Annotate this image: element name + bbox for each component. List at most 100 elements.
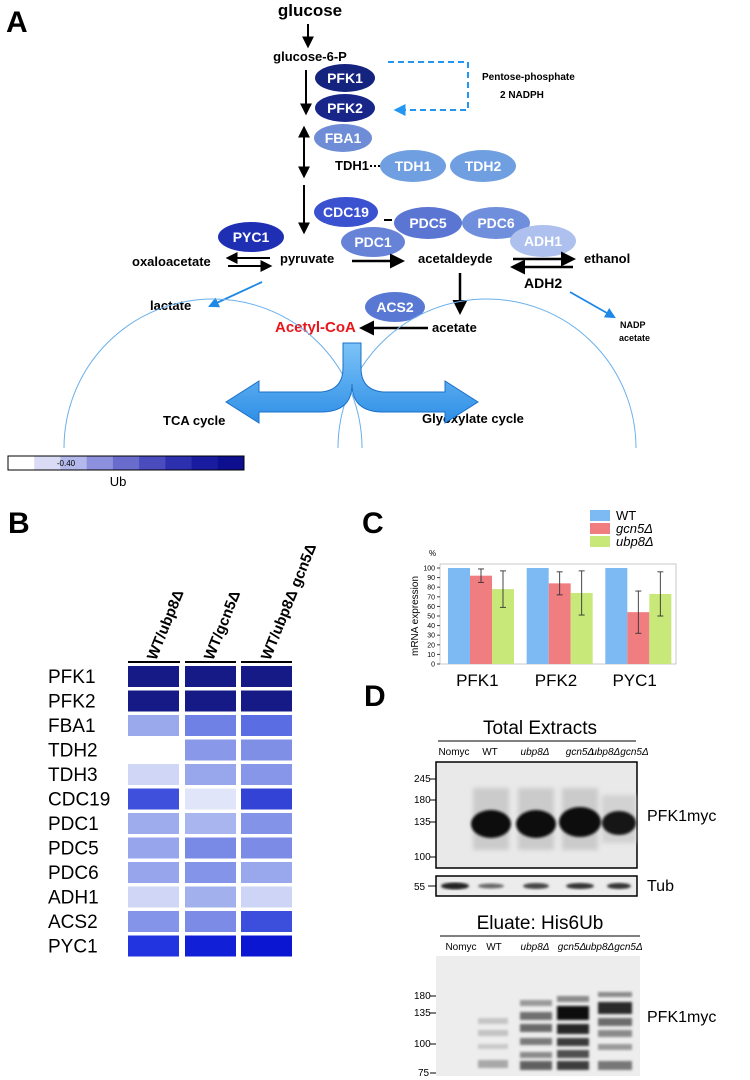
enzyme-pdc5-label: PDC5	[409, 215, 447, 231]
eluate-lane-ubp8: ubp8Δ	[521, 942, 550, 953]
y-axis-label: mRNA expression	[410, 576, 421, 656]
scale-title: Ub	[110, 474, 127, 489]
heatmap-col-header-3: WT/ubp8Δ gcn5Δ	[258, 541, 320, 663]
scale-cell	[139, 456, 166, 470]
heatmap-gene-label: PFK1	[48, 667, 96, 688]
scale-value-label: -0.40	[57, 459, 76, 468]
enzyme-tdh2: TDH2	[450, 150, 516, 182]
pentose-phosphate-label: Pentose-phosphate	[482, 72, 575, 83]
lane-label-nomyc: Nomyc	[438, 747, 469, 758]
heatmap-gene-label: TDH3	[48, 765, 98, 786]
enzyme-pyc1: PYC1	[218, 222, 284, 252]
enzyme-cdc19: CDC19	[314, 197, 378, 227]
enzyme-tdh2-shape	[450, 150, 516, 182]
enzyme-acs2: ACS2	[365, 292, 425, 322]
eluate-lane-gcn5: gcn5Δ	[558, 942, 587, 953]
heatmap-cell	[241, 886, 292, 908]
enzyme-fba1: FBA1	[314, 124, 372, 152]
enzyme-pfk1-label: PFK1	[327, 70, 363, 86]
total-extracts-title: Total Extracts	[483, 718, 597, 739]
y-tick-label: 50	[427, 614, 435, 621]
bar	[570, 592, 593, 664]
enzyme-adh2-label: ADH2	[524, 275, 562, 291]
nadph-label: 2 NADPH	[500, 90, 544, 101]
heatmap-cell	[128, 813, 179, 834]
heatmap-cell	[241, 666, 292, 687]
y-tick-label: 20	[427, 642, 435, 649]
heatmap-cell	[185, 886, 236, 908]
eluate-lane-double: ubp8Δgcn5Δ	[585, 942, 643, 953]
enzyme-cdc19-shape	[314, 197, 378, 227]
panel-d: D Total Extracts Nomyc WT ubp8Δ gcn5Δ ub…	[364, 680, 716, 1079]
enzyme-pyc1-shape	[218, 222, 284, 252]
mw-eluate-75: 75	[418, 1068, 430, 1079]
enzyme-cdc19-label: CDC19	[323, 204, 369, 220]
heatmap-cell	[128, 935, 179, 957]
glyoxylate-cycle-label: Glyoxylate cycle	[422, 411, 524, 426]
heatmap-cell	[241, 935, 292, 957]
metabolite-acetaldehyde: acetaldeyde	[418, 251, 492, 266]
heatmap-gene-label: PDC5	[48, 839, 99, 860]
heatmap-cell	[185, 666, 236, 687]
scale-cell	[217, 456, 245, 470]
heatmap-cell	[128, 690, 179, 712]
mw-total-180: 180	[414, 795, 431, 806]
mw-total-100: 100	[414, 852, 431, 863]
heatmap-cell	[241, 813, 292, 834]
blot-tubulin	[435, 875, 638, 897]
scale-cell	[112, 456, 140, 470]
enzyme-tdh1: TDH1	[380, 150, 446, 182]
enzyme-acs2-shape	[365, 292, 425, 322]
y-tick-label: 80	[427, 585, 435, 592]
mw-total-245: 245	[414, 774, 431, 785]
heatmap-cell	[185, 715, 236, 736]
heatmap-gene-label: FBA1	[48, 716, 96, 737]
mw-eluate-180: 180	[414, 991, 431, 1002]
blot-total-extracts	[435, 761, 638, 869]
lane-label-double: ubp8Δgcn5Δ	[591, 747, 649, 758]
x-category-label: PFK1	[456, 671, 499, 690]
heatmap-gene-label: ACS2	[48, 912, 98, 933]
pfk1myc-label-eluate: PFK1myc	[647, 1009, 716, 1026]
arrow-adh2-to-nadp	[569, 291, 616, 319]
mw-total-135: 135	[414, 817, 431, 828]
legend-label: ubp8Δ	[616, 534, 654, 549]
enzyme-pyc1-label: PYC1	[233, 229, 270, 245]
enzyme-adh1-shape	[510, 225, 576, 257]
enzyme-pdc5-shape	[394, 207, 462, 239]
mw-eluate-100: 100	[414, 1039, 431, 1050]
metabolite-oxaloacetate: oxaloacetate	[132, 254, 211, 269]
nadp-label: NADP	[620, 320, 646, 330]
heatmap-cell	[241, 715, 292, 736]
metabolite-acetyl-coa: Acetyl-CoA	[275, 319, 356, 336]
arrow-pyr-to-lactate	[208, 281, 263, 308]
bar	[548, 583, 571, 664]
scale-cell	[60, 456, 88, 470]
y-tick-label: 60	[427, 604, 435, 611]
heatmap-cell	[128, 837, 179, 859]
enzyme-fba1-label: FBA1	[325, 130, 362, 146]
heatmap-col-header-2: WT/gcn5Δ	[201, 588, 244, 663]
mw-tub-55: 55	[414, 882, 426, 893]
tdh1-side-label: TDH1	[335, 158, 369, 173]
bar	[605, 568, 628, 664]
y-tick-label: 100	[423, 566, 435, 573]
enzyme-pdc5: PDC5	[394, 207, 462, 239]
panel-b: B WT/ubp8Δ WT/gcn5Δ WT/ubp8Δ gcn5Δ PFK1P…	[8, 507, 320, 958]
metabolite-glucose-6-p: glucose-6-P	[273, 49, 347, 64]
panel-letter-c: C	[362, 507, 384, 540]
heatmap-gene-label: PYC1	[48, 937, 98, 958]
scale-cell	[191, 456, 219, 470]
enzyme-acs2-label: ACS2	[376, 299, 414, 315]
heatmap-cell	[185, 935, 236, 957]
enzyme-adh1-label: ADH1	[524, 233, 562, 249]
dashed-arrow-pentose	[388, 61, 469, 116]
y-tick-label: 10	[427, 652, 435, 659]
pfk1myc-bands-total	[471, 807, 636, 838]
split-arrow	[225, 342, 479, 424]
pfk1myc-label-total: PFK1myc	[647, 808, 716, 825]
x-category-label: PYC1	[612, 671, 656, 690]
enzyme-pfk2-label: PFK2	[327, 100, 363, 116]
